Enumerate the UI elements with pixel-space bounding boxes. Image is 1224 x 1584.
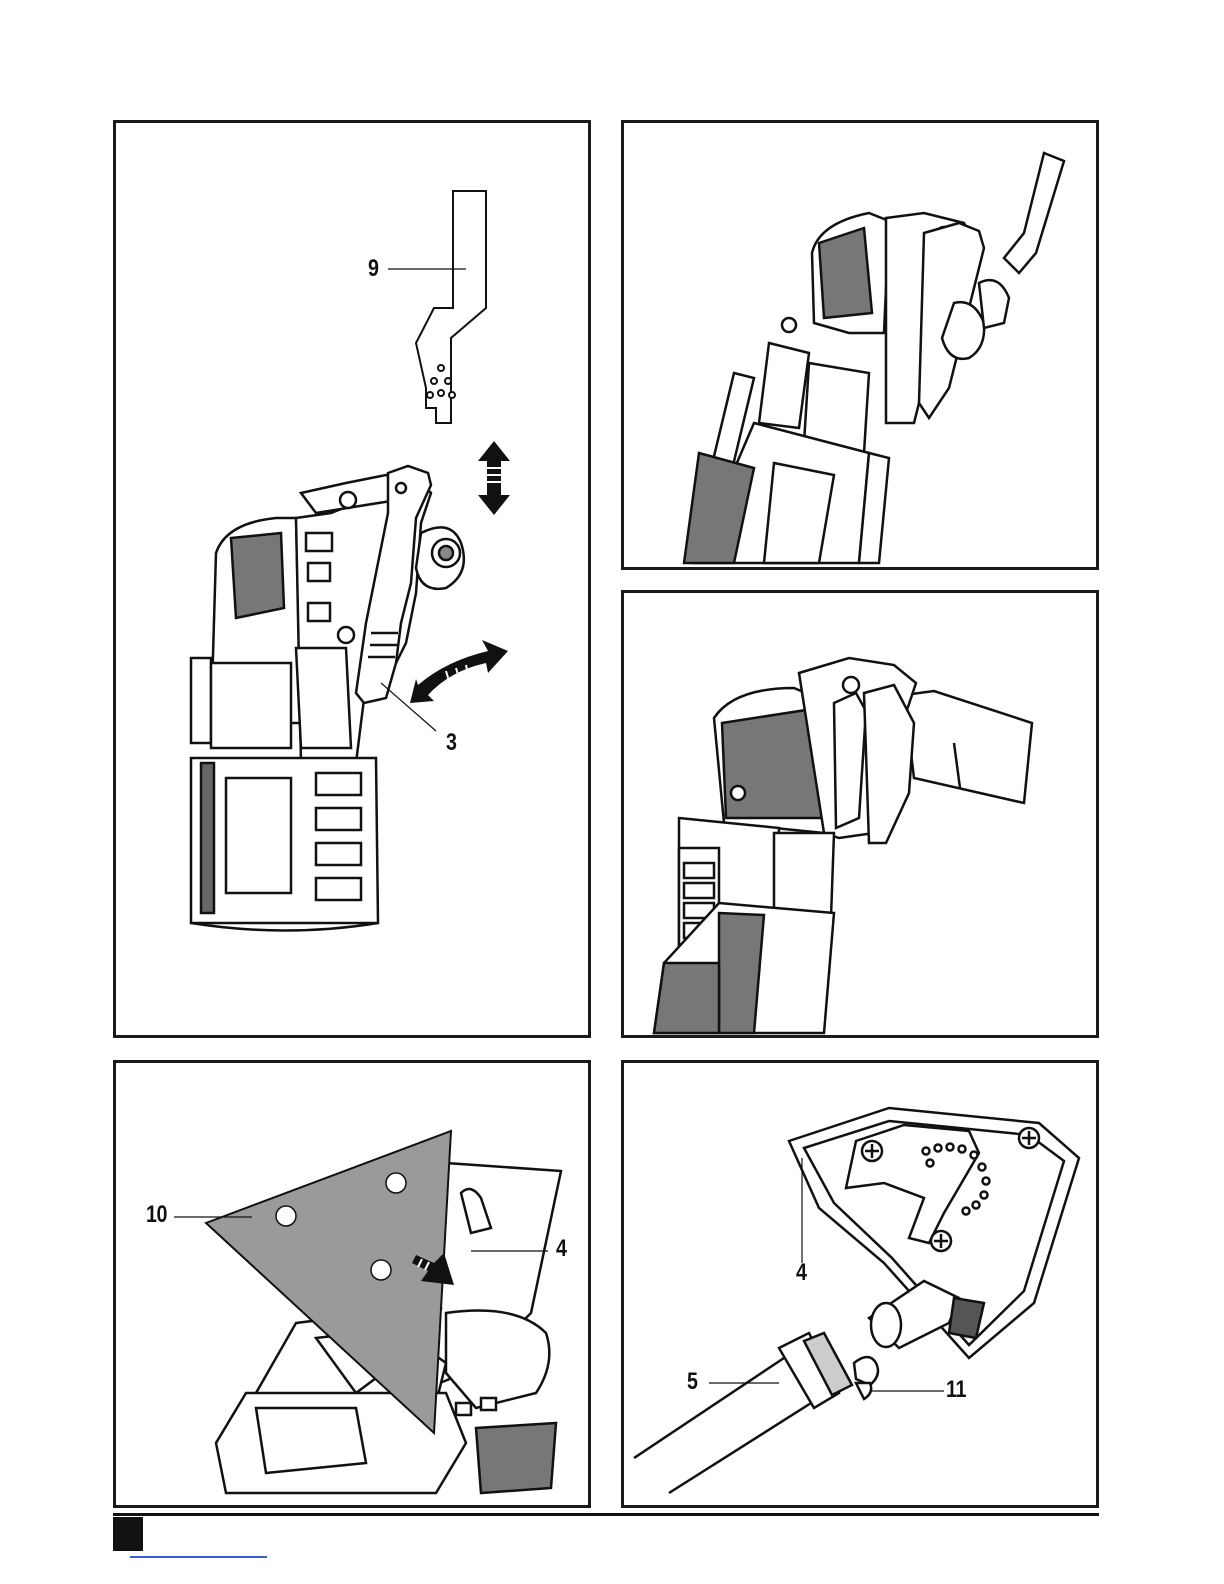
- footer-link-underline[interactable]: [130, 1556, 267, 1558]
- tool-body-drawing: [654, 658, 1032, 1033]
- tool-illustration-dust-extraction: [624, 1063, 1096, 1505]
- tool-illustration-sanding-sheet: [116, 1063, 588, 1505]
- double-arrow-vertical-icon: [478, 441, 510, 515]
- callout-label: 3: [446, 729, 457, 757]
- figure-panel-blade-attach: 9 3: [113, 120, 591, 1038]
- double-arrow-curved-icon: [410, 640, 508, 703]
- callout-label: 10: [146, 1201, 167, 1229]
- figure-panel-blade-offset: [621, 590, 1099, 1038]
- tool-illustration-blade-offset: [624, 593, 1096, 1035]
- footer-rule: [113, 1513, 1099, 1516]
- sanding-pad-drawing: [789, 1108, 1079, 1358]
- callout-label: 4: [796, 1259, 807, 1287]
- callout-label: 4: [556, 1235, 567, 1263]
- callout-label: 9: [368, 255, 379, 283]
- callout-label: 5: [687, 1368, 698, 1396]
- figure-panel-blade-fitted: [621, 120, 1099, 570]
- figure-panel-dust-extraction: 4 5 11: [621, 1060, 1099, 1508]
- figure-panel-sanding-sheet: 10 4: [113, 1060, 591, 1508]
- tool-illustration-blade-attach: [116, 123, 588, 1035]
- blade-drawing: [416, 191, 486, 423]
- tool-body-drawing: [684, 153, 1064, 563]
- hose-drawing: [634, 1333, 878, 1493]
- page-marker-block: [113, 1517, 143, 1551]
- tool-illustration-blade-fitted: [624, 123, 1096, 567]
- callout-label: 11: [946, 1376, 966, 1404]
